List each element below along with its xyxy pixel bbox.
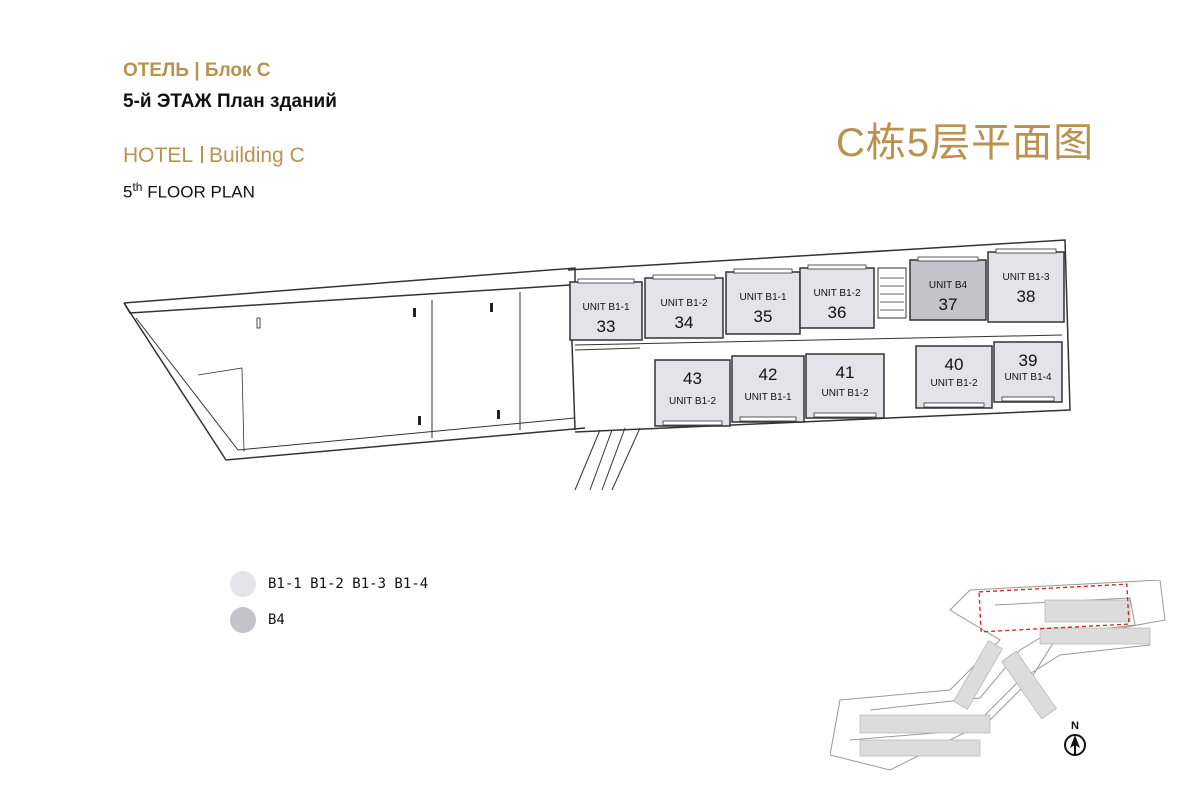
title-ru: ОТЕЛЬ | Блок С xyxy=(123,60,271,81)
floor-number: 5 xyxy=(123,182,133,202)
unit-number: 42 xyxy=(759,365,778,384)
legend-item-light: B1-1 B1-2 B1-3 B1-4 xyxy=(230,570,428,598)
unit-type-label: UNIT B4 xyxy=(929,280,968,291)
unit-number: 40 xyxy=(945,355,964,374)
unit-41-window xyxy=(813,412,877,418)
unit-type-label: UNIT B1-2 xyxy=(660,298,707,309)
unit-38-room xyxy=(987,251,1065,323)
unit-39-window xyxy=(1001,396,1055,402)
unit-number: 41 xyxy=(836,363,855,382)
unit-type-label: UNIT B1-1 xyxy=(582,302,629,313)
unit-number: 38 xyxy=(1017,287,1036,306)
subtitle-en: 5th FLOOR PLAN xyxy=(123,180,255,203)
title-en-building: Building C xyxy=(209,144,305,167)
legend: B1-1 B1-2 B1-3 B1-4 B4 xyxy=(230,570,428,642)
unit-37-window xyxy=(917,256,979,262)
floor-suffix: th xyxy=(132,180,143,194)
wall-marks xyxy=(256,303,500,425)
unit-41-room xyxy=(805,353,885,419)
subtitle-ru: 5-й ЭТАЖ План зданий xyxy=(123,91,337,112)
building-outline xyxy=(123,239,1071,491)
unit-39-room xyxy=(993,341,1063,403)
unit-34: UNIT B1-2 34 xyxy=(644,274,724,339)
unit-43-window xyxy=(662,420,723,426)
unit-number: 33 xyxy=(597,317,616,336)
unit-36-window xyxy=(807,264,867,270)
unit-35: UNIT B1-1 35 xyxy=(725,268,801,335)
unit-type-label: UNIT B1-2 xyxy=(930,378,977,389)
unit-number: 34 xyxy=(675,313,694,332)
unit-35-room xyxy=(725,271,801,335)
title-cn: C栋5层平面图 xyxy=(836,121,1095,165)
unit-33: UNIT B1-1 33 xyxy=(569,278,643,341)
legend-label-dark: B4 xyxy=(268,612,285,628)
unit-number: 43 xyxy=(683,369,702,388)
title-en: HOTEL Building C xyxy=(123,144,305,168)
unit-type-label: UNIT B1-3 xyxy=(1002,272,1049,283)
legend-label-light: B1-1 B1-2 B1-3 B1-4 xyxy=(268,576,429,592)
unit-37: UNIT B4 37 xyxy=(909,256,987,321)
unit-number: 36 xyxy=(828,303,847,322)
unit-type-label: UNIT B1-1 xyxy=(739,292,786,303)
unit-number: 39 xyxy=(1019,351,1038,370)
legend-swatch-light xyxy=(230,571,256,597)
unit-43-room xyxy=(654,359,731,427)
north-indicator: N xyxy=(1060,720,1090,763)
unit-33-room xyxy=(569,281,643,341)
unit-34-room xyxy=(644,277,724,339)
unit-33-window xyxy=(577,278,635,284)
legend-swatch-dark xyxy=(230,607,256,633)
unit-36: UNIT B1-2 36 xyxy=(799,264,875,329)
unit-number: 35 xyxy=(754,307,773,326)
unit-42-window xyxy=(739,416,797,422)
unit-type-label: UNIT B1-4 xyxy=(1004,372,1051,383)
unit-type-label: UNIT B1-1 xyxy=(744,392,791,403)
unit-type-label: UNIT B1-2 xyxy=(813,288,860,299)
unit-39: UNIT B1-4 39 xyxy=(993,341,1063,403)
unit-42: UNIT B1-1 42 xyxy=(731,355,805,423)
legend-item-dark: B4 xyxy=(230,606,428,634)
unit-38-window xyxy=(995,248,1057,254)
unit-type-label: UNIT B1-2 xyxy=(821,388,868,399)
title-en-hotel: HOTEL xyxy=(123,144,194,167)
unit-42-room xyxy=(731,355,805,423)
unit-40-room xyxy=(915,345,993,409)
site-key-plan xyxy=(830,580,1166,771)
unit-34-window xyxy=(652,274,716,280)
unit-40-window xyxy=(923,402,985,408)
unit-number: 37 xyxy=(939,295,958,314)
unit-37-room xyxy=(909,259,987,321)
north-label: N xyxy=(1071,720,1079,732)
unit-38: UNIT B1-3 38 xyxy=(987,248,1065,323)
unit-43: UNIT B1-2 43 xyxy=(654,359,731,427)
unit-type-label: UNIT B1-2 xyxy=(669,396,716,407)
unit-40: UNIT B1-2 40 xyxy=(915,345,993,409)
title-separator xyxy=(201,146,204,163)
unit-41: UNIT B1-2 41 xyxy=(805,353,885,419)
north-arrow-icon xyxy=(1064,734,1086,756)
floor-plan-label: FLOOR PLAN xyxy=(142,182,255,202)
unit-35-window xyxy=(733,268,793,274)
